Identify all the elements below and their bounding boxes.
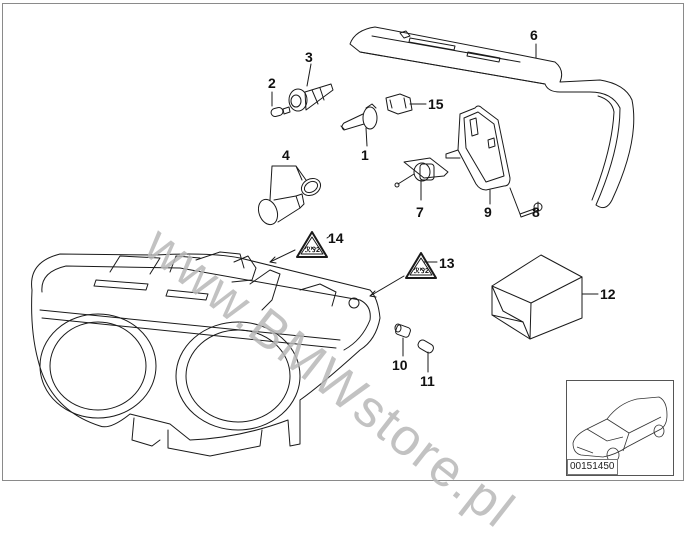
- callout-6: 6: [530, 27, 538, 43]
- part-3-socket[interactable]: [288, 83, 334, 112]
- part-9-housing[interactable]: [445, 105, 511, 191]
- callout-2: 2: [268, 75, 276, 91]
- headlight-assembly[interactable]: [31, 251, 381, 457]
- leader-lines: [269, 43, 599, 373]
- part-13-label[interactable]: ℛ⅋2: [369, 252, 437, 298]
- part-12-box[interactable]: [491, 254, 583, 340]
- callout-12: 12: [600, 286, 616, 302]
- callout-7: 7: [416, 204, 424, 220]
- part-14-label[interactable]: ℛ⅋2: [269, 231, 328, 264]
- part-7-adjuster[interactable]: [394, 157, 449, 188]
- callout-9: 9: [484, 204, 492, 220]
- part-10-socket[interactable]: [394, 323, 412, 338]
- callout-15: 15: [428, 96, 444, 112]
- svg-text:ℛ⅋2: ℛ⅋2: [414, 267, 429, 275]
- parts-illustration: ℛ⅋2 ℛ⅋2: [31, 26, 635, 457]
- callout-8: 8: [532, 204, 540, 220]
- part-4-holder[interactable]: [255, 175, 324, 227]
- svg-text:ℛ⅋2: ℛ⅋2: [305, 246, 320, 254]
- part-2-bulb[interactable]: [270, 106, 291, 118]
- part-6-cover[interactable]: [349, 26, 635, 209]
- part-15-clip[interactable]: [385, 93, 413, 115]
- callout-14: 14: [328, 230, 344, 246]
- car-outline-icon: [572, 396, 668, 463]
- callout-1: 1: [361, 147, 369, 163]
- callout-3: 3: [305, 49, 313, 65]
- diagram-code: 00151450: [567, 459, 618, 475]
- part-1-bulb[interactable]: [340, 103, 378, 131]
- callout-4: 4: [282, 147, 290, 163]
- callout-11: 11: [420, 373, 435, 389]
- callout-10: 10: [392, 357, 408, 373]
- callout-13: 13: [439, 255, 455, 271]
- part-11-bulb[interactable]: [417, 339, 435, 355]
